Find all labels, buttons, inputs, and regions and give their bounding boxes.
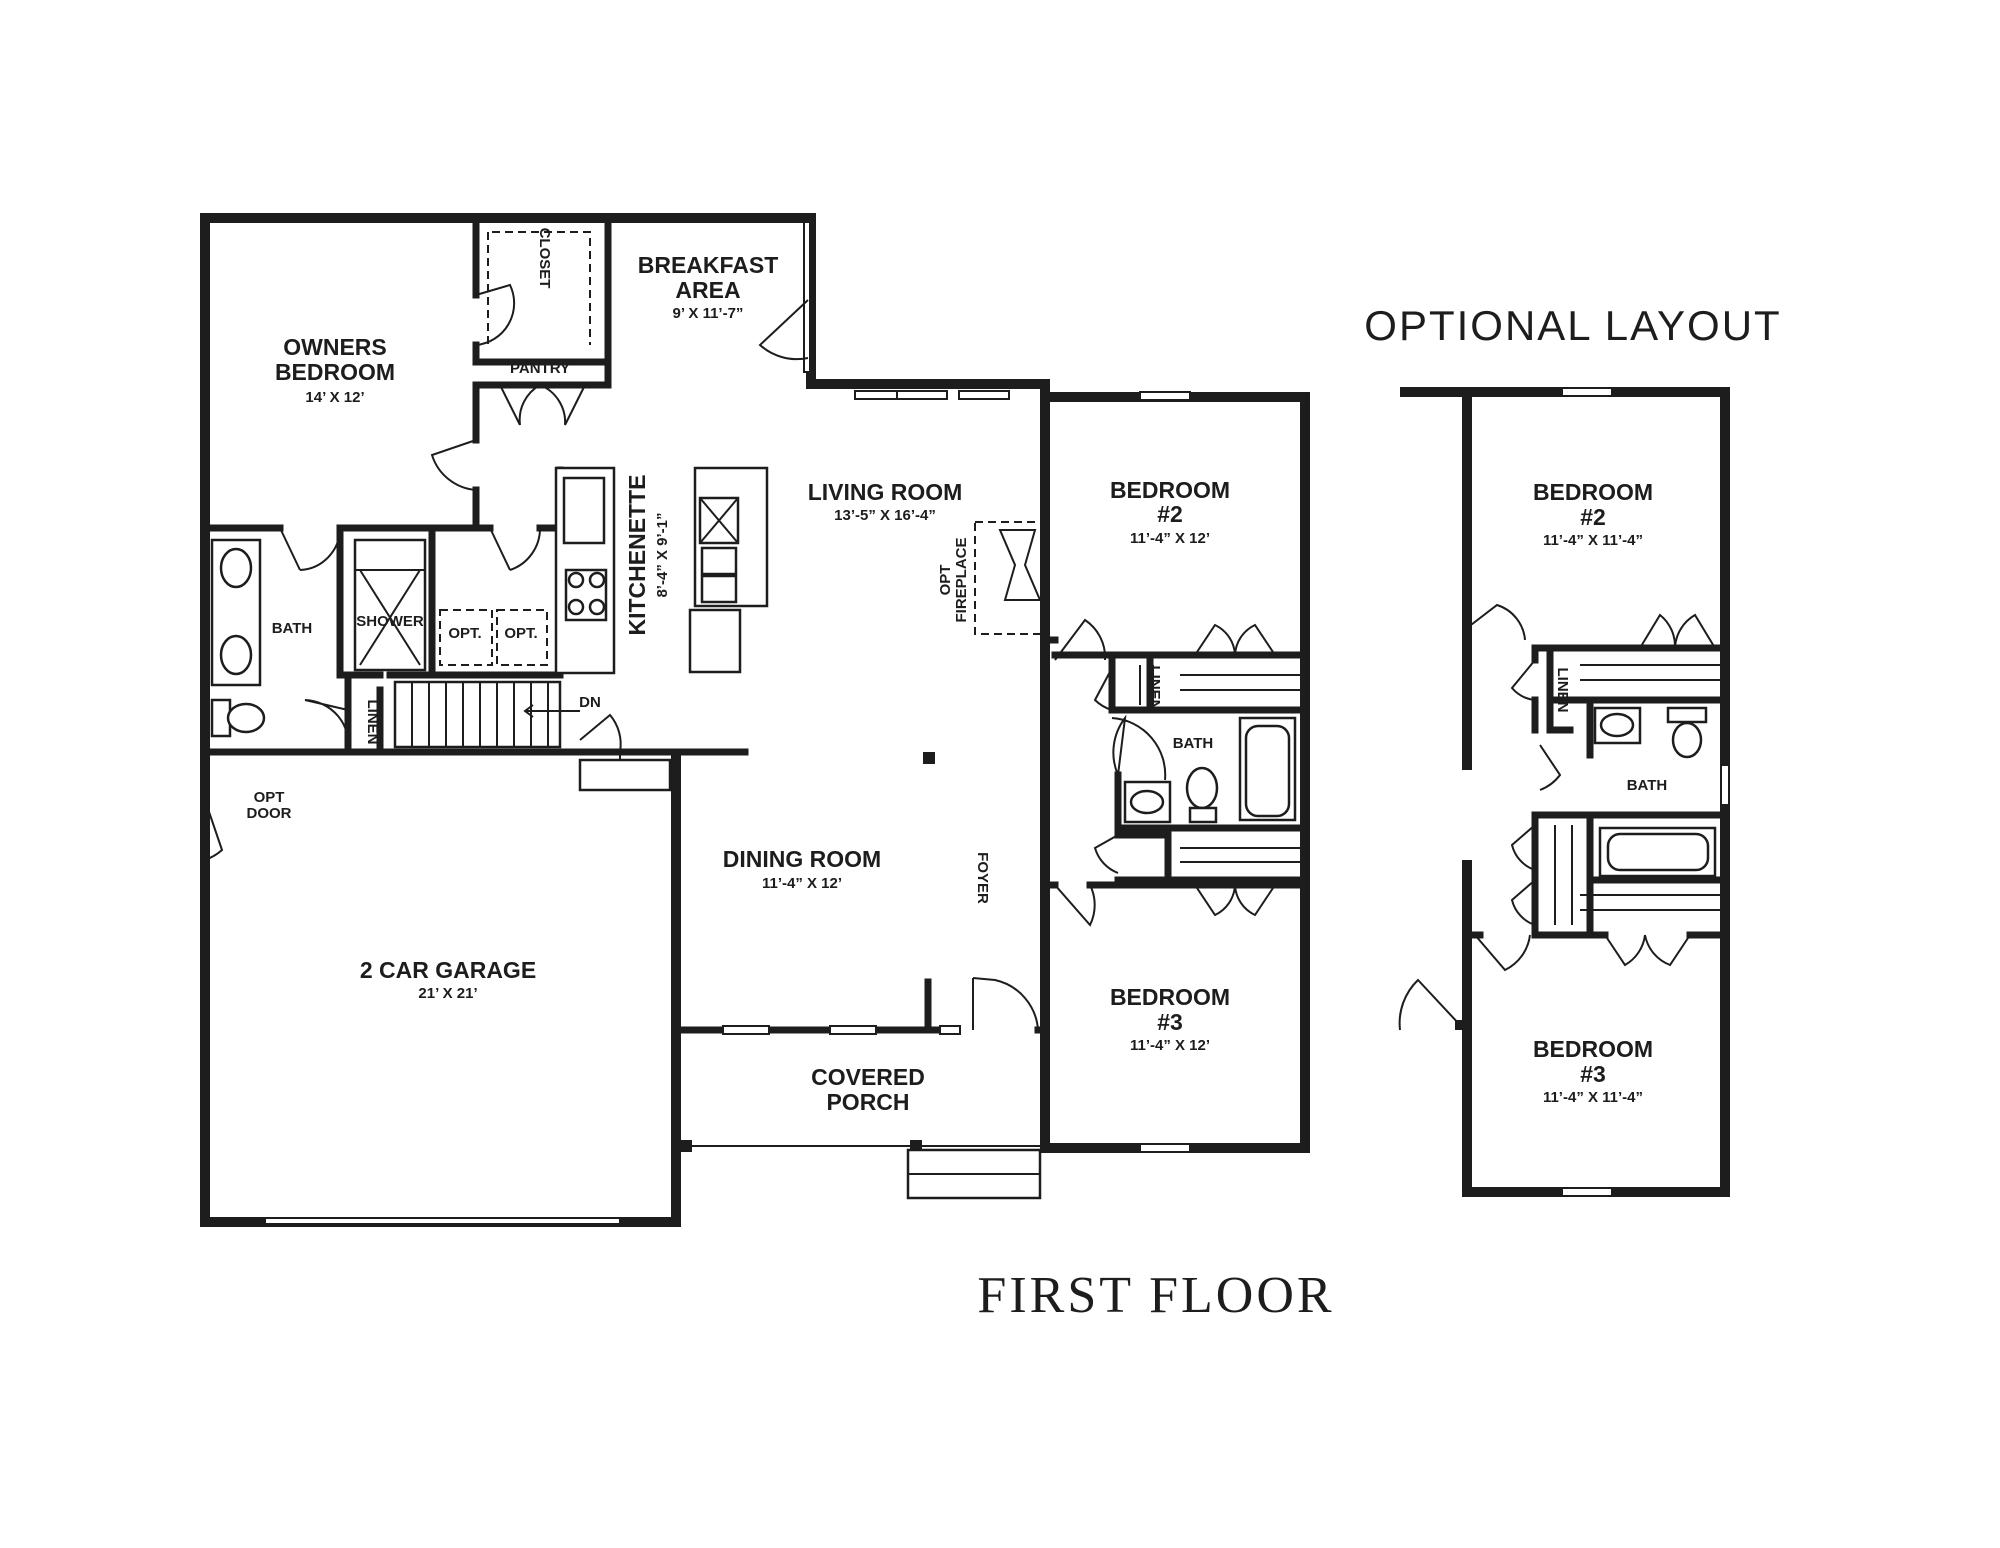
stair-dn-label: DN [579, 694, 601, 711]
bedroom-3-name-1: BEDROOM [1110, 984, 1230, 1010]
opt-label-2: OPT. [504, 625, 537, 642]
dining-room-dims: 11’-4” X 12’ [762, 875, 842, 892]
optional-layout-title: OPTIONAL LAYOUT [1364, 302, 1781, 349]
owners-bedroom-name-2: BEDROOM [275, 359, 395, 385]
garage-name: 2 CAR GARAGE [360, 957, 536, 983]
owners-bath-label: BATH [272, 620, 313, 637]
owners-bedroom-name-1: OWNERS [283, 334, 387, 360]
bedroom-2-name-2: #2 [1157, 501, 1183, 527]
linen-label-2: LINEN [1146, 666, 1163, 711]
linen-label-1: LINEN [364, 700, 381, 745]
shower-label: SHOWER [356, 613, 424, 630]
fixtures [210, 231, 1300, 1200]
kitchenette-dims: 8’-4” X 9’-1” [654, 512, 671, 597]
opt-bedroom-2-name-2: #2 [1580, 504, 1606, 530]
first-floor-title: FIRST FLOOR [977, 1267, 1334, 1324]
opt-bath-label: BATH [1627, 777, 1668, 794]
opt-bedroom-2-dims: 11’-4” X 11’-4” [1543, 532, 1643, 549]
opt-linen-label: LINEN [1554, 668, 1571, 713]
bedroom-3-dims: 11’-4” X 12’ [1130, 1037, 1210, 1054]
opt-fireplace-2: FIREPLACE [953, 537, 970, 622]
covered-porch-name-1: COVERED [811, 1064, 925, 1090]
closet-label: CLOSET [536, 228, 553, 289]
bedroom-2-dims: 11’-4” X 12’ [1130, 530, 1210, 547]
optional-labels: BEDROOM #2 11’-4” X 11’-4” LINEN BATH BE… [1533, 479, 1667, 1106]
foyer-label: FOYER [974, 852, 991, 904]
pantry-label: PANTRY [510, 360, 570, 377]
covered-porch-name-2: PORCH [826, 1089, 909, 1115]
doors [204, 283, 1276, 1031]
opt-bedroom-3-name-1: BEDROOM [1533, 1036, 1653, 1062]
garage-dims: 21’ X 21’ [418, 985, 477, 1002]
bedroom-3-name-2: #3 [1157, 1009, 1183, 1035]
opt-bedroom-3-name-2: #3 [1580, 1061, 1606, 1087]
breakfast-area-name-1: BREAKFAST [638, 252, 779, 278]
opt-fireplace-1: OPT [937, 565, 954, 596]
dining-room-name: DINING ROOM [723, 846, 881, 872]
opt-door-1: OPT [254, 789, 285, 806]
room-labels: OWNERS BEDROOM 14’ X 12’ CLOSET PANTRY B… [247, 228, 1231, 1115]
breakfast-area-dims: 9’ X 11’-7” [673, 305, 744, 322]
living-room-name: LIVING ROOM [808, 479, 963, 505]
bedroom-2-name-1: BEDROOM [1110, 477, 1230, 503]
windows [264, 221, 1191, 1225]
stair-treads [393, 680, 580, 749]
opt-bedroom-2-name-1: BEDROOM [1533, 479, 1653, 505]
breakfast-area-name-2: AREA [675, 277, 740, 303]
kitchenette-name: KITCHENETTE [624, 475, 650, 636]
optional-layout [1398, 387, 1730, 1197]
opt-bedroom-3-dims: 11’-4” X 11’-4” [1543, 1089, 1643, 1106]
owners-bedroom-dims: 14’ X 12’ [305, 389, 364, 406]
opt-door-2: DOOR [247, 805, 292, 822]
hall-bath-label: BATH [1173, 735, 1214, 752]
living-room-dims: 13’-5” X 16’-4” [834, 507, 936, 524]
opt-label-1: OPT. [448, 625, 481, 642]
